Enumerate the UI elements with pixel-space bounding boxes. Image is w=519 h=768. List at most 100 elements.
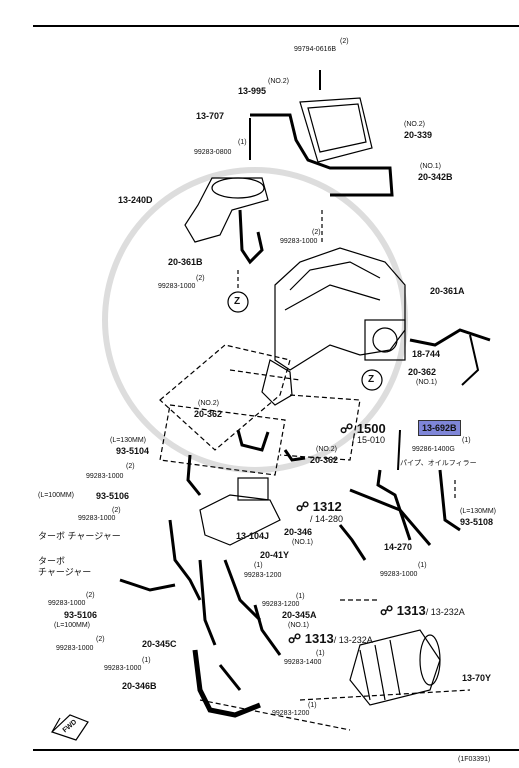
label-20346-qty: (NO.1) (292, 539, 313, 546)
label-99283-1200-c-qty: (1) (308, 702, 317, 709)
label-13104j: 13-104J (236, 531, 270, 541)
label-99283-1200-a-qty: (1) (254, 562, 263, 569)
label-99794-qty: (2) (340, 38, 349, 45)
label-99283-1000-h: 99283-1000 (104, 665, 142, 672)
ref-1500-icon: ☍ (340, 421, 357, 436)
label-99283-1000-f-qty: (2) (86, 592, 95, 599)
label-turbo-2b: チャージャー (38, 567, 92, 577)
ref-1500-sub: / 15-010 (352, 435, 386, 445)
label-99283-1000-d-qty: (2) (112, 507, 121, 514)
label-20342b: 20-342B (418, 172, 453, 182)
label-oil-filler-pipe: パイプ、オイルフィラー (400, 460, 477, 467)
label-20345a: 20-345A (282, 610, 317, 620)
label-99283-1200-c: 99283-1200 (272, 710, 310, 717)
label-20362-right: 20-362 (408, 367, 437, 377)
label-20361b: 20-361B (168, 257, 203, 267)
label-14270: 14-270 (384, 542, 413, 552)
ref-1313-center-icon: ☍ (288, 631, 305, 646)
figure-id: (1F03391) (458, 756, 491, 763)
label-13-70y: 13-70Y (462, 673, 492, 683)
detail-box-upper (159, 344, 291, 451)
label-len100-left: (L=100MM) (38, 492, 74, 499)
resonator-body (299, 97, 373, 163)
label-99283-1000-e-qty: (1) (418, 562, 427, 569)
fwd-arrow-shape (50, 714, 89, 741)
pipe-20-342b (250, 113, 394, 197)
label-20345a-qty: (NO.1) (288, 622, 309, 629)
label-20346b: 20-346B (122, 681, 157, 691)
z-marker-2 (361, 369, 383, 391)
label-99283-1000-a-qty: (2) (312, 229, 321, 236)
label-20362-center: 20-362 (194, 409, 223, 419)
label-turbo-1: ターボ チャージャー (38, 531, 121, 541)
bottom-rule (33, 749, 519, 751)
label-99283-1000-g-qty: (2) (96, 636, 105, 643)
label-99283-1000-h-qty: (1) (142, 657, 151, 664)
label-99283-1000-b: 99283-1000 (158, 283, 196, 290)
label-93-5106: 93-5106 (96, 491, 130, 501)
label-20362-right-qty: (NO.1) (416, 379, 437, 386)
label-20361a: 20-361A (430, 286, 465, 296)
label-13240d: 13-240D (118, 195, 153, 205)
label-20339-qty: (NO.2) (404, 121, 425, 128)
label-99794: 99794-0616B (294, 46, 337, 53)
label-turbo-2a: ターボ (38, 556, 66, 566)
label-93-5108: 93-5108 (460, 517, 494, 527)
label-99283-0800: 99283-0800 (194, 149, 232, 156)
ref-1312-icon: ☍ (296, 499, 313, 514)
label-93-5104: 93-5104 (116, 446, 150, 456)
label-99286-qty: (1) (462, 437, 471, 444)
ref-1313-right-icon: ☍ (380, 603, 397, 618)
label-99283-1000-e: 99283-1000 (380, 571, 418, 578)
label-len130-right: (L=130MM) (460, 508, 496, 515)
top-rule (33, 25, 519, 27)
ref-1313-center-sub: / 13-232A (333, 635, 373, 645)
ref-1312-sub: / 14-280 (310, 514, 344, 524)
label-18744: 18-744 (412, 349, 441, 359)
label-99283-1000-b-qty: (2) (196, 275, 205, 282)
label-13995: 13-995 (238, 86, 267, 96)
label-99283-1200-b-qty: (1) (296, 593, 305, 600)
label-20362-mid-qty: (NO.2) (316, 446, 337, 453)
detail-box-lower (159, 404, 286, 476)
z-marker-1 (227, 291, 249, 313)
ref-1313-right[interactable]: ☍ 1313/ 13-232A (380, 604, 465, 617)
ref-1313-right-num: 1313 (396, 603, 426, 618)
label-99283-1200-b: 99283-1200 (262, 601, 300, 608)
label-20345c: 20-345C (142, 639, 177, 649)
ref-1500-num: 1500 (356, 421, 386, 436)
ref-1500[interactable]: ☍ 1500 (340, 422, 386, 435)
z-marker-1-label: Z (234, 296, 241, 307)
label-len100-b: (L=100MM) (54, 622, 90, 629)
ref-1312[interactable]: ☍ 1312 (296, 500, 342, 513)
label-99283-1000-g: 99283-1000 (56, 645, 94, 652)
ref-1312-num: 1312 (312, 499, 342, 514)
label-99283-1000-a: 99283-1000 (280, 238, 318, 245)
label-13707: 13-707 (196, 111, 225, 121)
label-20362-center-qty: (NO.2) (198, 400, 219, 407)
highlight-13692b[interactable]: 13-692B (418, 420, 461, 436)
label-93-5106-b: 93-5106 (64, 610, 98, 620)
label-len130-left: (L=130MM) (110, 437, 146, 444)
throttle-body (364, 319, 406, 361)
ref-1313-center[interactable]: ☍ 1313/ 13-232A (288, 632, 373, 645)
label-20362-mid: 20-362 (310, 455, 339, 465)
label-99283-1200-a: 99283-1200 (244, 572, 282, 579)
label-99283-1000-f: 99283-1000 (48, 600, 86, 607)
label-13995-qty: (NO.2) (268, 78, 289, 85)
label-20346: 20-346 (284, 527, 313, 537)
label-99283-1000-c: 99283-1000 (86, 473, 124, 480)
z-marker-2-label: Z (368, 374, 375, 385)
ref-1313-center-num: 1313 (304, 631, 334, 646)
label-20339: 20-339 (404, 130, 433, 140)
label-99283-1000-c-qty: (2) (126, 463, 135, 470)
label-20342b-qty: (NO.1) (420, 163, 441, 170)
label-99283-0800-qty: (1) (238, 139, 247, 146)
label-99283-1400-qty: (1) (316, 650, 325, 657)
label-99283-1400: 99283-1400 (284, 659, 322, 666)
label-99283-1000-d: 99283-1000 (78, 515, 116, 522)
label-99286: 99286-1400G (412, 446, 455, 453)
starter-motor (349, 629, 441, 706)
